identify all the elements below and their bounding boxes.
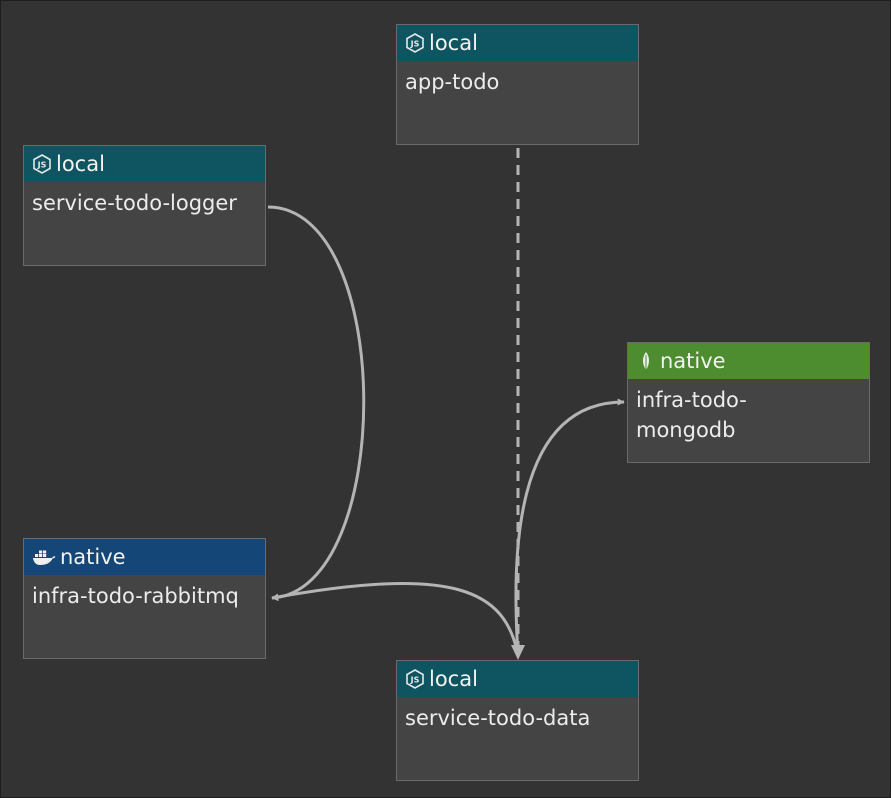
nodejs-icon: JS — [32, 154, 52, 174]
node-header: native — [24, 539, 265, 575]
runtime-label: local — [429, 31, 478, 55]
node-service-todo-logger[interactable]: JS local service-todo-logger — [23, 145, 266, 266]
nodejs-icon: JS — [405, 33, 425, 53]
nodejs-icon: JS — [405, 669, 425, 689]
node-header: native — [628, 343, 869, 379]
node-app-todo[interactable]: JS local app-todo — [396, 24, 639, 145]
node-service-todo-data[interactable]: JS local service-todo-data — [396, 660, 639, 781]
node-name: service-todo-logger — [32, 191, 237, 215]
node-name: app-todo — [405, 70, 500, 94]
node-infra-todo-rabbitmq[interactable]: native infra-todo-rabbitmq — [23, 538, 266, 659]
node-infra-todo-mongodb[interactable]: native infra-todo-mongodb — [627, 342, 870, 463]
node-header: JS local — [397, 25, 638, 61]
node-name: infra-todo-mongodb — [636, 388, 747, 442]
runtime-label: native — [660, 349, 726, 373]
node-header: JS local — [397, 661, 638, 697]
svg-text:JS: JS — [410, 40, 420, 49]
svg-text:JS: JS — [410, 676, 420, 685]
runtime-label: local — [429, 667, 478, 691]
svg-text:JS: JS — [37, 161, 47, 170]
node-name: service-todo-data — [405, 706, 591, 730]
mongodb-leaf-icon — [636, 351, 656, 371]
node-header: JS local — [24, 146, 265, 182]
node-name: infra-todo-rabbitmq — [32, 584, 239, 608]
runtime-label: native — [60, 545, 126, 569]
docker-whale-icon — [32, 547, 56, 567]
runtime-label: local — [56, 152, 105, 176]
